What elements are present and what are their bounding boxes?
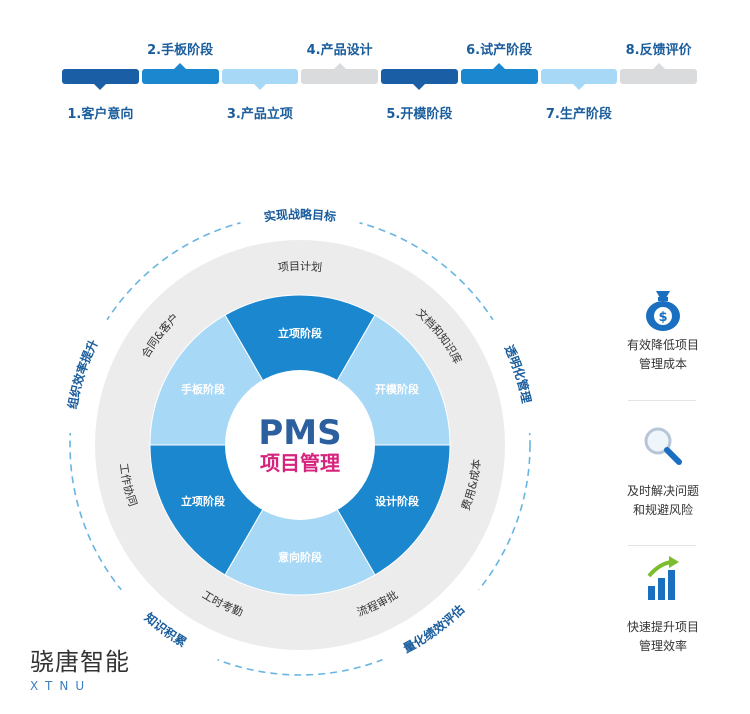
stage-segment [224, 443, 376, 596]
outer-arc-label: 实现战略目标 [263, 206, 337, 224]
stage-label-4: 4.产品设计 [306, 43, 373, 58]
outer-arc-label: 组织效率提升 [64, 337, 100, 410]
pms-wheel-diagram: 立项阶段开模阶段设计阶段意向阶段立项阶段手板阶段PMS项目管理项目计划文档和知识… [64, 206, 534, 676]
stage-label-8: 8.反馈评价 [625, 43, 692, 58]
stage-segment-label: 意向阶段 [278, 550, 322, 564]
stage-label-5: 5.开模阶段 [386, 107, 453, 122]
center-subtitle: 项目管理 [260, 451, 340, 475]
stage-pointer-7 [572, 84, 585, 90]
growth-chart-icon [647, 556, 679, 600]
stage-segment [224, 294, 376, 447]
stage-segment-label: 设计阶段 [375, 494, 419, 508]
stage-pointer-4 [333, 63, 346, 69]
benefit-risk-text: 及时解决问题 和规避风险 [608, 482, 718, 520]
outer-label-gap [381, 587, 482, 663]
outer-label-gap [239, 212, 361, 226]
stage-pointer-3 [253, 84, 266, 90]
benefit-risk-line1: 及时解决问题 [626, 484, 699, 498]
brand-name-en: XTNU [30, 679, 92, 693]
center-title: PMS [258, 413, 341, 453]
benefit-cost-line2: 管理成本 [638, 357, 687, 371]
money-bag-icon: $ [646, 291, 680, 331]
stage-bar-3 [221, 69, 299, 84]
stage-bar-2 [141, 69, 219, 84]
stage-segment-label: 手板阶段 [181, 382, 225, 396]
benefit-efficiency-line1: 快速提升项目 [626, 620, 699, 634]
stage-bar-5 [381, 69, 458, 84]
stage-pointer-6 [493, 63, 506, 69]
stage-label-2: 2.手板阶段 [147, 43, 214, 58]
stage-segment-label: 立项阶段 [278, 326, 322, 340]
benefit-risk: 及时解决问题 和规避风险 [608, 424, 718, 520]
stage-bar-8 [620, 69, 697, 84]
benefit-efficiency-line2: 管理效率 [638, 639, 687, 653]
stage-bar-4 [301, 69, 378, 84]
stage-label-1: 1.客户意向 [67, 107, 134, 122]
magnifier-icon [644, 427, 682, 465]
benefit-divider [628, 545, 696, 546]
stage-pointer-2 [174, 63, 187, 69]
stage-label-3: 3.产品立项 [226, 107, 293, 122]
stage-bar-6 [460, 69, 538, 84]
brand-name-cn: 骁唐智能 [30, 648, 130, 676]
center-circle [225, 370, 375, 520]
outer-arc-label: 透明化管理 [502, 343, 534, 404]
benefit-divider [628, 400, 696, 401]
benefit-risk-line2: 和规避风险 [632, 503, 693, 517]
stage-segment-label: 开模阶段 [375, 382, 419, 396]
stage-pointer-1 [94, 84, 107, 90]
benefit-cost-text: 有效降低项目 管理成本 [608, 336, 718, 374]
outer-label-gap [118, 587, 219, 663]
stage-label-7: 7.生产阶段 [545, 107, 612, 122]
brand-logo: 骁唐智能 XTNU [30, 642, 130, 693]
stage-bar-1 [62, 69, 139, 84]
benefit-efficiency: 快速提升项目 管理效率 [608, 556, 718, 656]
svg-text:$: $ [658, 310, 667, 325]
outer-arc-label: 知识积累 [141, 609, 189, 650]
stage-bar-7 [540, 69, 618, 84]
outer-label-gap [490, 318, 533, 434]
benefit-cost: $ 有效降低项目 管理成本 [608, 288, 718, 374]
benefit-efficiency-text: 快速提升项目 管理效率 [608, 618, 718, 656]
stage-pointer-8 [652, 63, 665, 69]
benefit-cost-line1: 有效降低项目 [626, 338, 699, 352]
stage-pointer-5 [413, 84, 426, 90]
stage-label-6: 6.试产阶段 [466, 43, 533, 58]
outer-label-gap [67, 318, 110, 434]
stage-segment-label: 立项阶段 [181, 494, 225, 508]
